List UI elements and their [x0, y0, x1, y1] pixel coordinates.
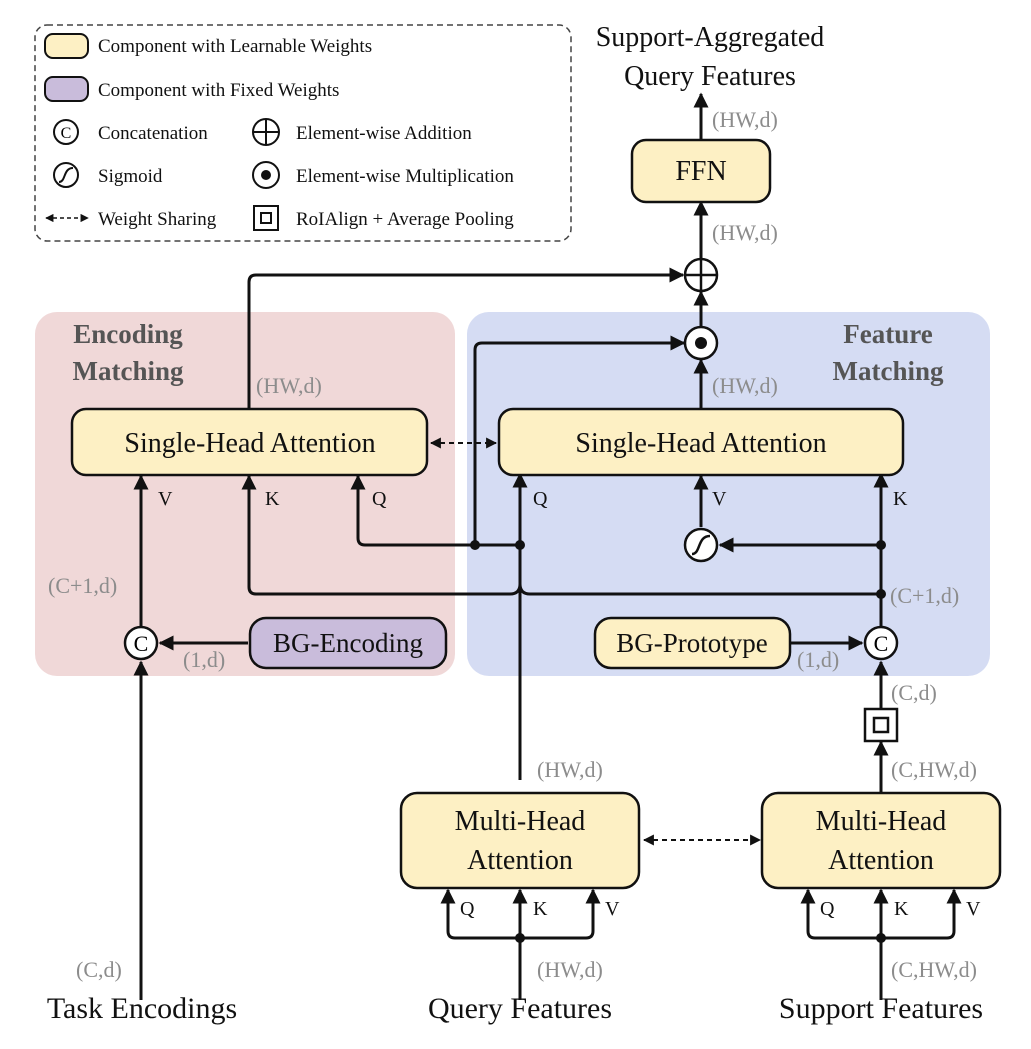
enc-q-label: Q	[372, 488, 387, 510]
encoding-matching-title-2: Matching	[73, 356, 184, 386]
ms-q-label: Q	[820, 898, 835, 920]
dim-feat-bg: (1,d)	[797, 647, 839, 672]
dim-feat-out: (HW,d)	[712, 373, 778, 398]
multiplication-icon	[252, 161, 280, 189]
legend-sharing: Weight Sharing	[98, 209, 217, 230]
addition-operator	[683, 257, 719, 293]
roialign-pooling-operator	[863, 707, 899, 743]
ffn-block	[630, 138, 772, 204]
legend-concat: Concatenation	[98, 123, 208, 144]
dim-mha-query-out: (HW,d)	[537, 757, 603, 782]
mq-v-label: V	[605, 898, 620, 920]
mq-k-label: K	[533, 898, 548, 920]
learnable-swatch	[44, 33, 89, 59]
concat-icon: C	[53, 119, 79, 145]
output-title: Support-Aggregated	[596, 22, 825, 53]
dim-feat-concat: (C+1,d)	[890, 583, 959, 608]
mha-support-label-2: Attention	[828, 845, 934, 876]
legend-addition: Element-wise Addition	[296, 123, 472, 144]
concat-operator-encoding: C	[123, 625, 159, 661]
mha-query-label: Multi-Head	[455, 806, 586, 837]
legend-multiplication: Element-wise Multiplication	[296, 166, 514, 187]
feature-matching-title: Feature	[843, 319, 932, 349]
dim-query-in: (HW,d)	[537, 957, 603, 982]
ms-v-label: V	[966, 898, 981, 920]
dim-enc-bg: (1,d)	[183, 647, 225, 672]
bg-encoding-label: BG-Encoding	[273, 628, 423, 658]
dim-enc-out: (HW,d)	[256, 373, 322, 398]
dim-task-in: (C,d)	[76, 957, 122, 982]
multiplication-operator	[683, 325, 719, 361]
legend-roialign: RoIAlign + Average Pooling	[296, 209, 514, 230]
multi-head-attention-support	[760, 791, 1002, 890]
addition-icon	[252, 118, 280, 146]
enc-v-label: V	[158, 488, 173, 510]
bg-encoding-block	[248, 616, 448, 670]
legend-sigmoid: Sigmoid	[98, 166, 163, 187]
feat-k-label: K	[893, 488, 908, 510]
connections	[133, 92, 962, 1000]
ffn-label: FFN	[675, 156, 726, 187]
sigmoid-icon	[53, 162, 79, 188]
input-query-features: Query Features	[428, 992, 612, 1025]
svg-text:C: C	[874, 631, 889, 656]
single-head-attention-right	[497, 407, 905, 477]
feat-q-label: Q	[533, 488, 548, 510]
feature-matching-title-2: Matching	[833, 356, 944, 386]
feature-matching-region	[467, 312, 990, 676]
input-support-features: Support Features	[779, 992, 983, 1025]
dim-mha-support-out: (C,HW,d)	[891, 757, 977, 782]
dim-ffn-out: (HW,d)	[712, 107, 778, 132]
legend: Component with Learnable Weights Compone…	[34, 24, 572, 242]
encoding-matching-title: Encoding	[73, 319, 183, 349]
feat-v-label: V	[712, 488, 727, 510]
fixed-swatch	[44, 76, 89, 102]
ms-k-label: K	[894, 898, 909, 920]
legend-learnable: Component with Learnable Weights	[98, 36, 372, 57]
sha-left-label: Single-Head Attention	[124, 428, 375, 459]
mha-query-label-2: Attention	[467, 845, 573, 876]
enc-k-label: K	[265, 488, 280, 510]
sha-right-label: Single-Head Attention	[575, 428, 826, 459]
svg-text:C: C	[61, 125, 72, 142]
multi-head-attention-query	[399, 791, 641, 890]
sigmoid-operator	[683, 527, 719, 563]
single-head-attention-left	[70, 407, 429, 477]
roialign-icon	[253, 205, 279, 231]
dim-support-in: (C,HW,d)	[891, 957, 977, 982]
mq-q-label: Q	[460, 898, 475, 920]
bg-prototype-label: BG-Prototype	[616, 628, 768, 658]
svg-text:C: C	[134, 631, 149, 656]
dim-enc-concat: (C+1,d)	[48, 573, 117, 598]
dim-ffn-in: (HW,d)	[712, 220, 778, 245]
legend-fixed: Component with Fixed Weights	[98, 80, 339, 101]
bg-prototype-block	[593, 616, 792, 670]
mha-support-label: Multi-Head	[816, 806, 947, 837]
concat-operator-feature: C	[863, 625, 899, 661]
dim-pool-out: (C,d)	[891, 680, 937, 705]
input-task-encodings: Task Encodings	[47, 992, 237, 1025]
output-title-2: Query Features	[624, 61, 796, 92]
